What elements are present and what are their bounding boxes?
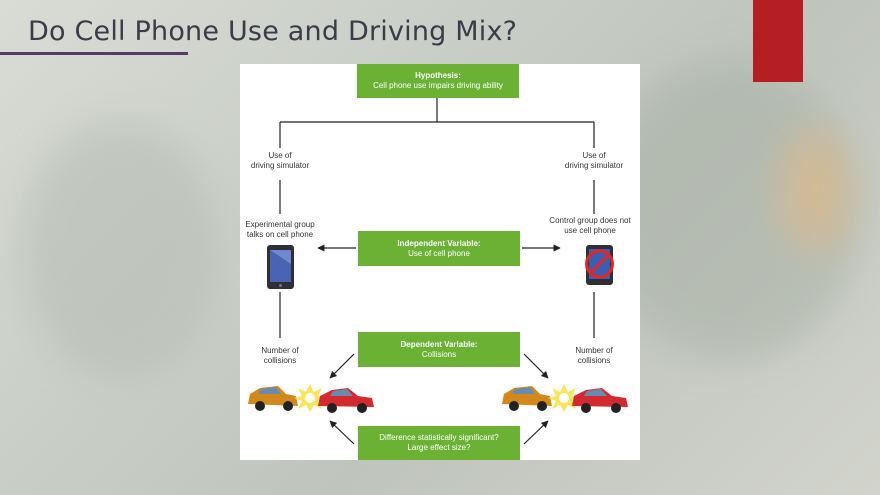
arrow-dv-left xyxy=(329,353,355,379)
arrow-q-right xyxy=(523,420,549,445)
connector-lines xyxy=(248,98,628,445)
independent-variable-text: Use of cell phone xyxy=(408,248,470,258)
collision-cars-icon xyxy=(248,384,374,413)
phone-icon xyxy=(267,245,294,289)
arrow-dv-right xyxy=(523,353,549,379)
control-group-label: Control group does not use cell phone xyxy=(549,216,631,235)
background-shape xyxy=(780,130,850,250)
diagram-panel: Hypothesis: Cell phone use impairs drivi… xyxy=(240,64,640,460)
significance-question-line2: Large effect size? xyxy=(407,443,471,452)
arrow-q-left xyxy=(329,420,355,445)
right-simulator-label: Use of driving simulator xyxy=(564,151,624,170)
title-underline xyxy=(0,52,188,55)
slide-title: Do Cell Phone Use and Driving Mix? xyxy=(28,16,518,47)
no-phone-icon xyxy=(585,245,614,285)
significance-question-box: Difference statistically significant? La… xyxy=(358,426,520,460)
experimental-group-label: Experimental group talks on cell phone xyxy=(245,220,315,239)
dependent-variable-heading: Dependent Variable: xyxy=(400,339,478,349)
right-collisions-label: Number of collisions xyxy=(575,346,613,365)
background-shape xyxy=(20,120,220,380)
independent-variable-heading: Independent Variable: xyxy=(397,238,481,248)
left-simulator-label: Use of driving simulator xyxy=(250,151,310,170)
hypothesis-box: Hypothesis: Cell phone use impairs drivi… xyxy=(357,64,519,98)
significance-question-line1: Difference statistically significant? xyxy=(379,433,499,442)
collision-cars-icon xyxy=(502,384,628,413)
hypothesis-heading: Hypothesis: xyxy=(415,71,461,80)
accent-tab xyxy=(753,0,803,82)
independent-variable-box: Independent Variable: Use of cell phone xyxy=(358,231,520,266)
dependent-variable-text: Collisions xyxy=(421,349,457,359)
left-collisions-label: Number of collisions xyxy=(261,346,299,365)
dependent-variable-box: Dependent Variable: Collisions xyxy=(358,332,520,367)
hypothesis-text: Cell phone use impairs driving ability xyxy=(373,81,503,90)
